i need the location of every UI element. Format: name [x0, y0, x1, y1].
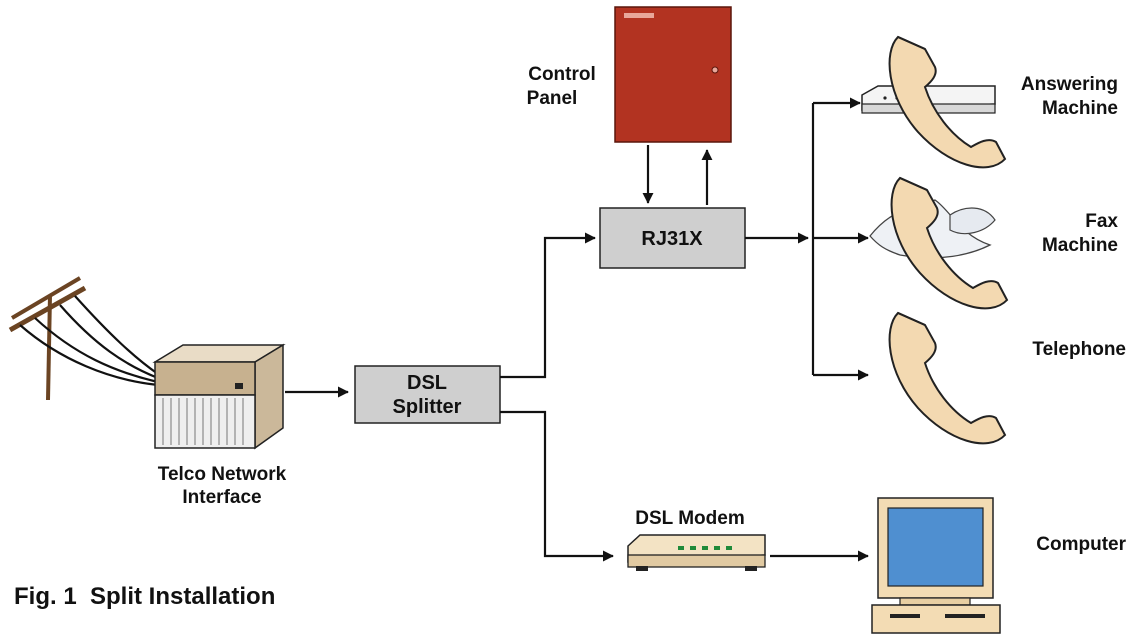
fax-machine-label-line2: Machine	[1042, 235, 1118, 256]
telephone-label: Telephone	[1032, 339, 1126, 360]
telco-label-line1: Telco Network	[158, 464, 287, 485]
computer-label: Computer	[1036, 534, 1126, 555]
rj31x-label: RJ31X	[641, 228, 703, 250]
dsl-splitter-label-line2: Splitter	[393, 396, 462, 418]
utility-pole-icon	[8, 276, 159, 401]
computer-icon	[871, 497, 1001, 634]
control-panel-label-line2: Panel	[527, 88, 578, 109]
control-panel-label-line1: Control	[528, 64, 596, 85]
connectors	[285, 97, 869, 562]
dsl-splitter-box	[354, 365, 501, 424]
dsl-splitter-label-line1: DSL	[407, 372, 447, 394]
answering-machine-label-line1: Answering	[1021, 74, 1118, 95]
figure-caption: Fig. 1 Split Installation	[14, 583, 275, 610]
telephone-icon	[888, 312, 1006, 445]
fax-machine-label-line1: Fax	[1085, 211, 1118, 232]
answering-machine-icon	[861, 36, 1006, 169]
telco-label-line2: Interface	[182, 487, 261, 508]
fax-machine-icon	[869, 177, 1008, 310]
dsl-modem-icon	[627, 534, 766, 571]
control-panel-icon	[614, 6, 732, 143]
answering-machine-label-line2: Machine	[1042, 98, 1118, 119]
network-interface-icon	[152, 343, 286, 450]
dsl-modem-label: DSL Modem	[635, 508, 744, 529]
